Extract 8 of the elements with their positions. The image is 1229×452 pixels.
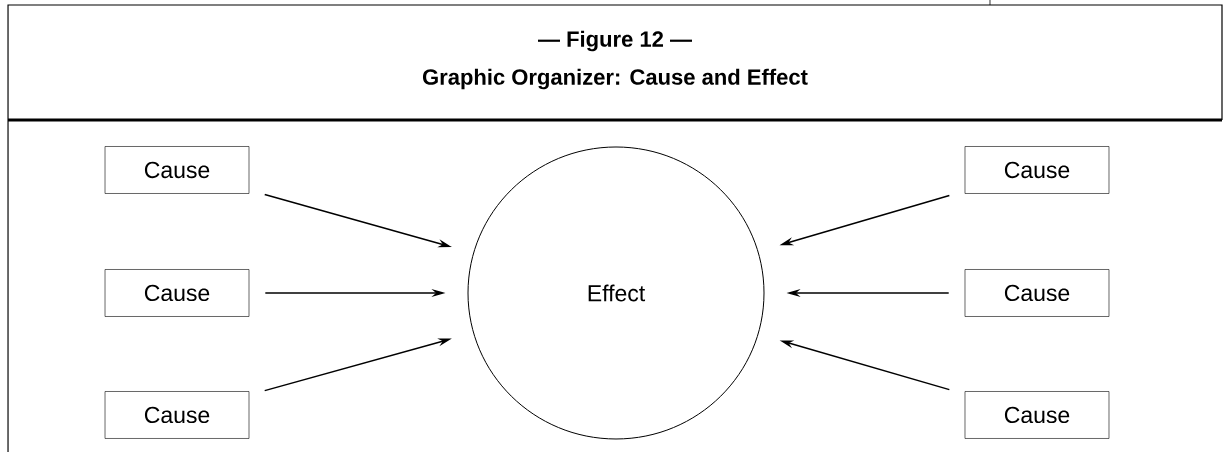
- cause-box: Cause: [104, 269, 250, 317]
- cause-box: Cause: [964, 391, 1110, 439]
- cause-box: Cause: [964, 269, 1110, 317]
- figure-title: Graphic Organizer: Cause and Effect: [422, 68, 808, 90]
- cause-box: Cause: [104, 391, 250, 439]
- cause-box: Cause: [104, 146, 250, 194]
- figure-number: — Figure 12 —: [538, 30, 692, 52]
- cause-box: Cause: [964, 146, 1110, 194]
